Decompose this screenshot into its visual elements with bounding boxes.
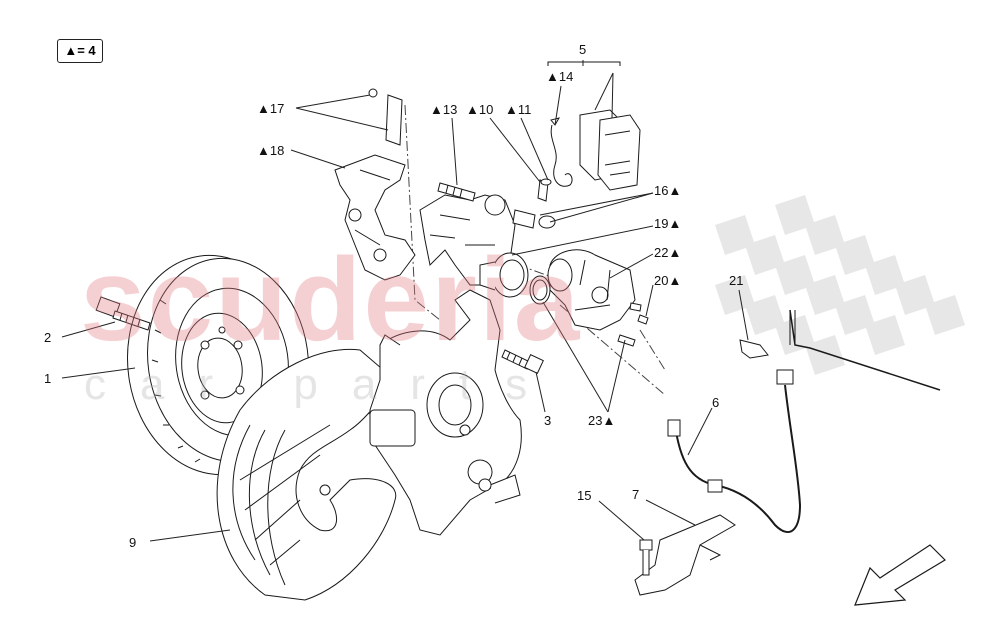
pad-bracket-line (547, 61, 621, 66)
wear-sensor (550, 117, 573, 187)
legend-box: ▲= 4 (57, 39, 103, 63)
label-19[interactable]: 19▲ (654, 216, 682, 231)
hub-carrier (369, 289, 522, 536)
label-5[interactable]: 5 (579, 42, 587, 57)
label-14[interactable]: ▲14 (546, 69, 574, 84)
label-10[interactable]: ▲10 (466, 102, 494, 117)
direction-arrow-icon (854, 544, 946, 606)
seal-ring (529, 275, 551, 305)
label-18[interactable]: ▲18 (257, 143, 285, 158)
actuator-screws (617, 302, 649, 347)
pad-spring-clip (368, 88, 403, 146)
label-15[interactable]: 15 (577, 488, 592, 503)
label-21[interactable]: 21 (729, 273, 744, 288)
label-6[interactable]: 6 (712, 395, 720, 410)
brake-pads (579, 109, 641, 191)
label-16[interactable]: 16▲ (654, 183, 682, 198)
checkered-flag-watermark (715, 195, 965, 375)
bleed-screw (512, 178, 556, 229)
piston-cylinder (479, 252, 529, 298)
pipe-clip (739, 339, 769, 359)
carrier-bolt (501, 349, 544, 374)
label-2[interactable]: 2 (44, 330, 52, 345)
caliper-bracket (334, 154, 416, 281)
label-3[interactable]: 3 (544, 413, 552, 428)
leader-lines (61, 60, 749, 542)
label-11[interactable]: ▲11 (505, 102, 532, 117)
label-22[interactable]: 22▲ (654, 245, 682, 260)
brake-pipe (789, 309, 941, 391)
label-20[interactable]: 20▲ (654, 273, 682, 288)
hose-bracket (634, 514, 736, 596)
guide-pin (437, 182, 476, 202)
parking-brake-actuator (547, 249, 636, 331)
bracket-bolt (639, 539, 653, 576)
label-7[interactable]: 7 (632, 487, 640, 502)
brake-hose (674, 384, 802, 533)
label-9[interactable]: 9 (129, 535, 137, 550)
label-17[interactable]: ▲17 (257, 101, 285, 116)
label-13[interactable]: ▲13 (430, 102, 458, 117)
dust-shield (216, 348, 397, 601)
label-23[interactable]: 23▲ (588, 413, 616, 428)
label-1[interactable]: 1 (44, 371, 52, 386)
disc-bolt (95, 296, 151, 331)
